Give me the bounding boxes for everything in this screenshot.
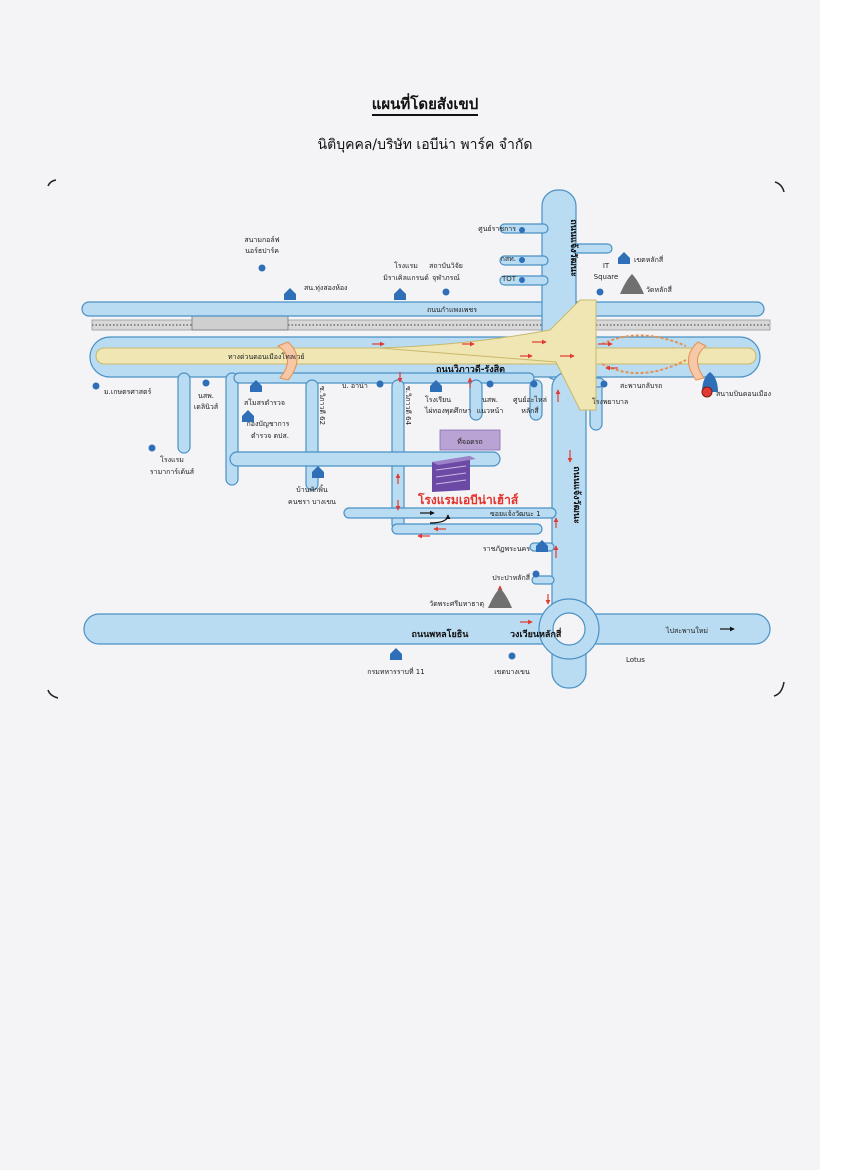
label-hospital: โรงพยาบาล xyxy=(592,397,628,406)
label-chaeng-wattana-south: ถนนแจ้งวัฒนะ xyxy=(571,466,582,524)
label-vibhavadi: ถนนวิภาวดี-รังสิต xyxy=(436,364,505,375)
label-clinic-1: นสพ. xyxy=(198,392,214,400)
label-soi-62: ซ.วิภาวดี 62 xyxy=(318,386,326,425)
label-infantry: กรมทหารราบที่ 11 xyxy=(367,667,424,676)
label-lotus: Lotus xyxy=(626,656,645,664)
label-chulabhorn-1: สถาบันวิจัย xyxy=(429,262,463,270)
label-tot: TOT xyxy=(501,275,517,283)
lak-si-circle-center xyxy=(552,612,586,646)
label-bor-ana: บ. อาน่า xyxy=(342,382,368,390)
label-wat-lak-si: วัดหลักสี่ xyxy=(646,285,673,294)
place-markers xyxy=(92,227,608,660)
page-title: แผนที่โดยสังเขป xyxy=(0,92,850,116)
label-tha-house-1: บ้านพักพิ้น xyxy=(296,483,328,494)
label-parts-center-1: ศูนย์อะไหล่ xyxy=(513,395,547,404)
label-kasetsart: ม.เกษตรศาสตร์ xyxy=(104,388,152,396)
parking-lot xyxy=(439,429,501,451)
label-soi-64: ซ.วิภาวดี 64 xyxy=(404,386,412,426)
label-golf-1: สนามกอล์ฟ xyxy=(244,236,279,244)
place-labels: สนามกอล์ฟ นอร์ธปาร์ค สน.ทุ่งสองห้อง โรงแ… xyxy=(104,225,771,676)
label-bang-khen: เขตบางเขน xyxy=(494,668,530,676)
label-phahonyothin: ถนนพหลโยธิน xyxy=(412,628,470,640)
label-miracle-2: มิราเคิลแกรนด์ xyxy=(383,274,429,282)
label-police-cmd-2: ตำรวจ ตปส. xyxy=(251,432,289,440)
airport-icon xyxy=(701,372,718,398)
page-subtitle: นิติบุคคล/บริษัท เอบีน่า พาร์ค จำกัด xyxy=(317,137,533,153)
label-golf-2: นอร์ธปาร์ค xyxy=(245,247,279,255)
label-rama-garden-2: รามาการ์เด้นส์ xyxy=(150,468,195,476)
flyover-arcs xyxy=(601,334,687,374)
label-naewna-1: นสพ. xyxy=(482,396,498,404)
label-to-saphan-mai: ไปสะพานใหม่ xyxy=(665,626,708,635)
label-chulabhorn-2: จุฬาภรณ์ xyxy=(432,274,460,282)
label-parts-center-2: หลักสี่ xyxy=(521,406,539,415)
traffic-arrows xyxy=(372,339,618,625)
label-it-square-2: Square xyxy=(594,273,619,281)
label-tollway: ทางด่วนดอนเมืองโทลเวย์ xyxy=(228,352,304,361)
building-icons xyxy=(242,252,630,660)
tollway xyxy=(95,299,757,411)
label-police-welfare: สโมสรตำรวจ xyxy=(244,398,285,407)
label-it-square-1: IT xyxy=(603,262,610,270)
paper-edge xyxy=(820,0,850,1170)
label-school-1: โรงเรียน xyxy=(425,395,451,404)
label-pracha-lak-si: ประปาหลักสี่ xyxy=(492,573,530,582)
label-tung-song-hong: สน.ทุ่งสองห้อง xyxy=(304,284,347,292)
label-miracle-1: โรงแรม xyxy=(394,261,418,270)
label-police-cmd-1: กองบัญชาการ xyxy=(247,420,290,428)
label-saphan-kwai: สะพานกลับรถ xyxy=(620,382,662,390)
label-school-2: ไผ่ทองพุดศึกษา xyxy=(424,406,471,415)
label-lak-si-circle: วงเวียนหลักสี่ xyxy=(510,627,562,640)
road-network xyxy=(81,189,771,689)
label-rama-garden-1: โรงแรม xyxy=(160,455,184,464)
label-kamphaeng-phet: ถนนกำแพงเพชร xyxy=(427,306,477,314)
label-wat-phra-si: วัดพระศรีมหาธาตุ xyxy=(429,600,484,608)
label-soi-chaeng-1: ซอยแจ้งวัฒนะ 1 xyxy=(490,510,541,518)
label-gov-center: ศูนย์ราชการ xyxy=(478,225,516,233)
hotel-building-icon xyxy=(432,456,476,492)
parking-label: ที่จอดรถ xyxy=(457,437,482,446)
label-chaeng-wattana-north: ถนนแจ้งวัฒนะ xyxy=(568,219,579,277)
kamphaeng-phet-road xyxy=(81,301,765,317)
label-tha-house-2: คนชรา บางเขน xyxy=(288,498,336,506)
turn-arrows xyxy=(420,510,451,524)
label-ratchaphat: ราชภัฏพระนคร xyxy=(483,545,530,553)
label-clinic-2: เดลินิวส์ xyxy=(194,403,219,411)
label-naewna-2: แนวหน้า xyxy=(477,407,504,415)
railway xyxy=(91,315,771,331)
temple-icons xyxy=(488,274,644,608)
corner-marks xyxy=(47,179,785,699)
hotel-name: โรงแรมเอบีน่าเฮ้าส์ xyxy=(417,492,519,507)
label-lak-si-district: เขตหลักสี่ xyxy=(634,255,664,264)
road-labels: ถนนแจ้งวัฒนะ ถนนแจ้งวัฒนะ ถนนกำแพงเพชร ท… xyxy=(228,219,708,664)
label-kor-sor-tor: กสท. xyxy=(501,255,516,263)
label-don-mueang-airport: สนามบินดอนเมือง xyxy=(716,390,771,398)
